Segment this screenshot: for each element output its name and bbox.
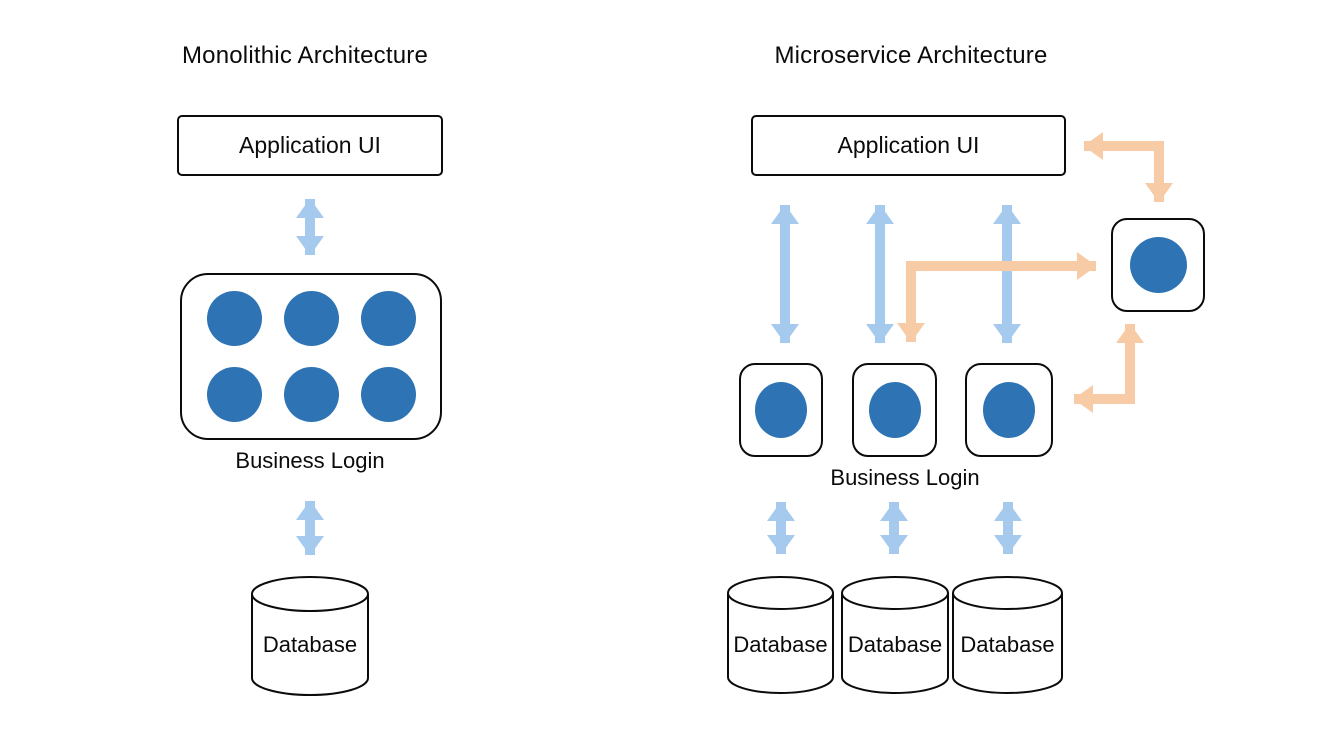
- microservice-title: Microservice Architecture: [774, 42, 1048, 69]
- micro-database-label-3: Database: [960, 632, 1055, 657]
- external-service-service2-arrow: [897, 252, 1097, 343]
- module-circle: [206, 291, 262, 346]
- cylinder-top: [952, 576, 1063, 610]
- cylinder-body: [727, 593, 834, 694]
- micro-business-label: Business Login: [830, 465, 980, 490]
- module-circle: [360, 291, 416, 346]
- micro-database-cylinder-3: [952, 576, 1063, 694]
- cylinder-body: [952, 593, 1063, 694]
- monolith-app-ui-label: Application UI: [239, 132, 381, 158]
- service-instance-circle: [868, 382, 921, 438]
- external-service-service3-arrow: [1073, 323, 1144, 413]
- micro-database-cylinder-1: [727, 576, 834, 694]
- service-instance-circle: [983, 382, 1035, 438]
- micro-external-service-box: [1111, 218, 1205, 312]
- micro-service-box-1: [739, 363, 823, 457]
- micro-database-cylinder-2: [841, 576, 949, 694]
- service-instance-circle: [1129, 237, 1187, 293]
- micro-database-label-2: Database: [847, 632, 943, 657]
- cylinder-top: [841, 576, 949, 610]
- monolith-business-label: Business Login: [235, 448, 385, 473]
- micro-app-ui-box: Application UI: [751, 115, 1066, 176]
- service-instance-circle: [755, 382, 807, 438]
- cylinder-body: [841, 593, 949, 694]
- monolith-database-cylinder: [251, 576, 369, 696]
- module-circle: [206, 367, 262, 422]
- cylinder-top: [251, 576, 369, 612]
- module-circle: [283, 367, 339, 422]
- micro-database-label-1: Database: [733, 632, 828, 657]
- micro-service-box-3: [965, 363, 1053, 457]
- cylinder-top: [727, 576, 834, 610]
- monolithic-title: Monolithic Architecture: [181, 42, 429, 69]
- module-circle: [360, 367, 416, 422]
- monolith-app-ui-box: Application UI: [177, 115, 443, 176]
- monolith-business-box: [180, 273, 442, 440]
- external-service-ui-arrow: [1083, 132, 1173, 203]
- micro-service-box-2: [852, 363, 937, 457]
- module-circle: [283, 291, 339, 346]
- monolith-database-label: Database: [262, 632, 358, 657]
- cylinder-body: [251, 594, 369, 696]
- micro-app-ui-label: Application UI: [837, 132, 980, 158]
